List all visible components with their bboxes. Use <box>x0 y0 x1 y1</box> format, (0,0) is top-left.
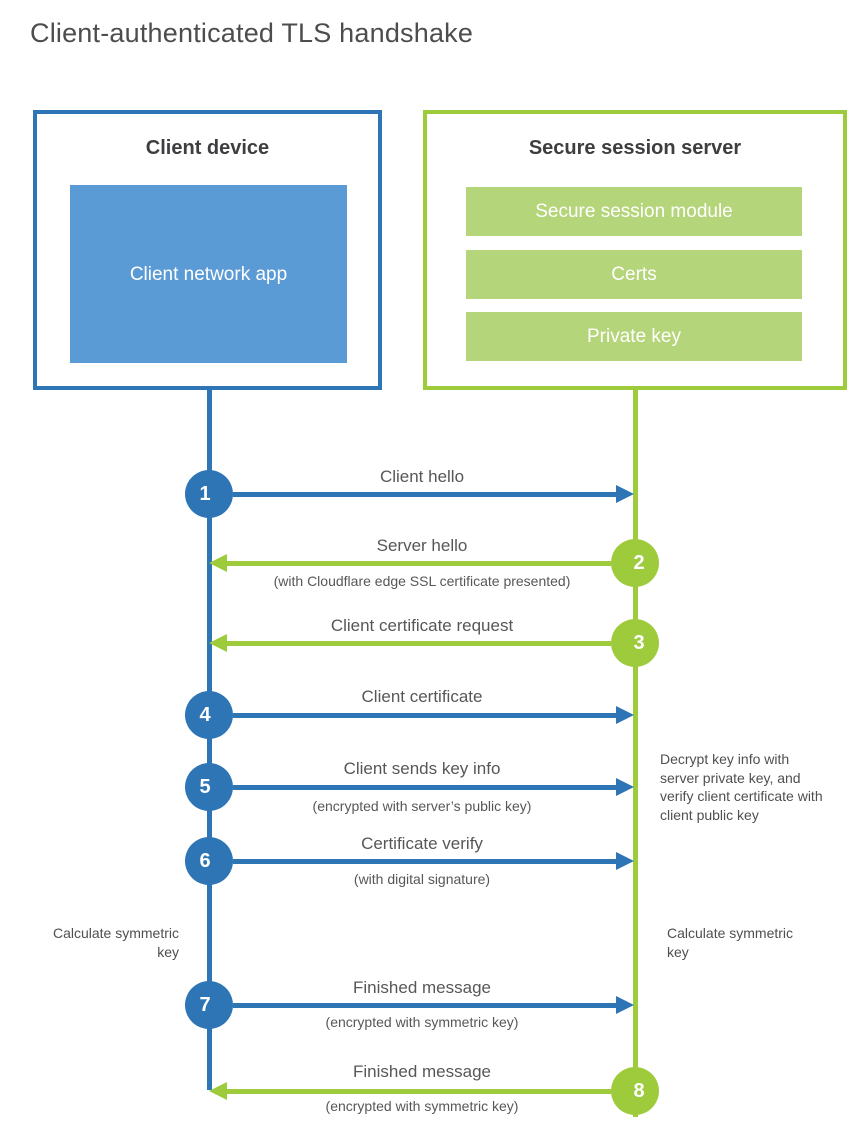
step-6-arrow <box>233 852 634 870</box>
step-1-circle: 1 <box>185 470 233 518</box>
server-module-secure-session: Secure session module <box>466 187 802 236</box>
server-decrypt-note: Decrypt key info with server private key… <box>660 751 823 823</box>
step-7-label: Finished message <box>353 978 491 997</box>
page-title: Client-authenticated TLS handshake <box>30 18 474 48</box>
secure-session-server-title: Secure session server <box>528 137 742 159</box>
step-2-label: Server hello <box>376 536 468 555</box>
step-5-sublabel: (encrypted with server’s public key) <box>312 798 532 814</box>
step-4-label: Client certificate <box>361 687 483 706</box>
client-network-app-box: Client network app <box>70 185 347 363</box>
step-6-circle: 6 <box>185 837 233 885</box>
client-lifeline <box>207 390 212 1090</box>
client-device-title: Client device <box>145 137 270 159</box>
step-7-circle: 7 <box>185 981 233 1029</box>
step-1-label: Client hello <box>379 467 465 486</box>
step-6-sublabel: (with digital signature) <box>353 871 491 887</box>
client-network-app-label: Client network app <box>129 263 288 285</box>
step-8-arrow <box>209 1082 611 1100</box>
step-3-circle: 3 <box>611 619 659 667</box>
step-8-label: Finished message <box>353 1062 491 1081</box>
step-2-circle: 2 <box>611 539 659 587</box>
step-4-circle: 4 <box>185 691 233 739</box>
step-2-arrow <box>209 554 611 572</box>
server-calc-note: Calculate symmetric key <box>667 925 794 960</box>
step-3-label: Client certificate request <box>330 616 514 635</box>
step-1-arrow <box>233 485 634 503</box>
client-calc-note: Calculate symmetric key <box>52 925 179 960</box>
step-5-label: Client sends key info <box>343 759 501 778</box>
step-2-sublabel: (with Cloudflare edge SSL certificate pr… <box>273 573 571 589</box>
step-7-arrow <box>233 996 634 1014</box>
step-5-arrow <box>233 778 634 796</box>
step-8-circle: 8 <box>611 1067 659 1115</box>
server-lifeline <box>633 390 638 1117</box>
server-module-certs: Certs <box>466 250 802 299</box>
step-6-label: Certificate verify <box>361 834 483 853</box>
step-4-arrow <box>233 706 634 724</box>
server-module-private-key: Private key <box>466 312 802 361</box>
step-7-sublabel: (encrypted with symmetric key) <box>325 1014 519 1030</box>
step-8-sublabel: (encrypted with symmetric key) <box>325 1098 519 1114</box>
step-5-circle: 5 <box>185 763 233 811</box>
step-3-arrow <box>209 634 611 652</box>
